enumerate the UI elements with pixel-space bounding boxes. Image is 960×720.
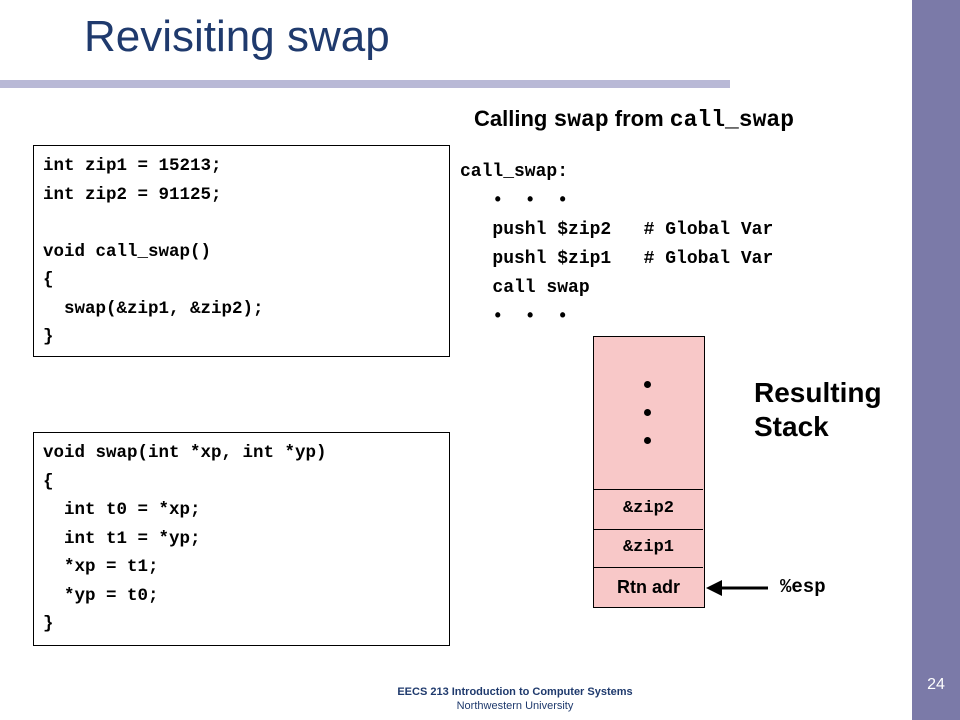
slide-title: Revisiting swap [84, 12, 390, 61]
asm-line: call_swap: [460, 162, 569, 182]
footer-course: EECS 213 Introduction to Computer System… [397, 686, 633, 698]
esp-pointer-label: %esp [780, 576, 826, 598]
code-line: { [43, 270, 54, 290]
code-line: swap(&zip1, &zip2); [43, 298, 264, 319]
stack-diagram: &zip2 &zip1 Rtn adr [593, 336, 705, 608]
asm-line: pushl $zip1 # Global Var [460, 249, 774, 269]
code-line: int zip1 = 15213; [43, 156, 222, 176]
code-line: void swap(int *xp, int *yp) [43, 443, 327, 463]
esp-arrow-icon [706, 580, 768, 596]
code-line [43, 209, 449, 238]
code-block-globals: int zip1 = 15213; int zip2 = 91125; void… [33, 145, 450, 357]
subheading-func-swap: swap [553, 107, 609, 133]
stack-ellipsis [594, 337, 703, 489]
code-line: int zip2 = 91125; [43, 184, 222, 205]
code-line: { [43, 471, 54, 492]
slide-sidebar [912, 0, 960, 720]
section-subheading: Calling swap from call_swap [474, 106, 794, 133]
code-line: void call_swap() [43, 241, 212, 262]
code-block-swap: void swap(int *xp, int *yp) { int t0 = *… [33, 432, 450, 646]
footer-university: Northwestern University [456, 700, 574, 712]
subheading-middle: from [608, 106, 670, 131]
title-underline [0, 80, 730, 88]
resulting-stack-label-line2: Stack [754, 411, 829, 442]
stack-cell-zip2: &zip2 [594, 489, 703, 529]
asm-line: • • • [460, 307, 569, 327]
code-line: *yp = t0; [43, 585, 159, 606]
assembly-listing: call_swap: • • • pushl $zip2 # Global Va… [460, 158, 773, 332]
stack-cell-zip1: &zip1 [594, 529, 703, 567]
resulting-stack-label-line1: Resulting [754, 377, 882, 408]
subheading-func-call-swap: call_swap [669, 107, 795, 133]
code-line: int t1 = *yp; [43, 528, 201, 549]
ellipsis-dot [644, 381, 651, 388]
asm-line: call swap [460, 278, 590, 298]
code-line: } [43, 327, 54, 347]
asm-line: • • • [460, 191, 569, 211]
code-line: int t0 = *xp; [43, 500, 201, 520]
code-line: *xp = t1; [43, 557, 159, 577]
subheading-prefix: Calling [474, 106, 554, 131]
page-number: 24 [927, 676, 945, 693]
ellipsis-dot [644, 437, 651, 444]
resulting-stack-label: Resulting Stack [754, 376, 882, 444]
stack-cell-return-address: Rtn adr [594, 567, 703, 607]
code-line: } [43, 614, 54, 634]
ellipsis-dot [644, 409, 651, 416]
asm-line: pushl $zip2 # Global Var [460, 220, 774, 240]
